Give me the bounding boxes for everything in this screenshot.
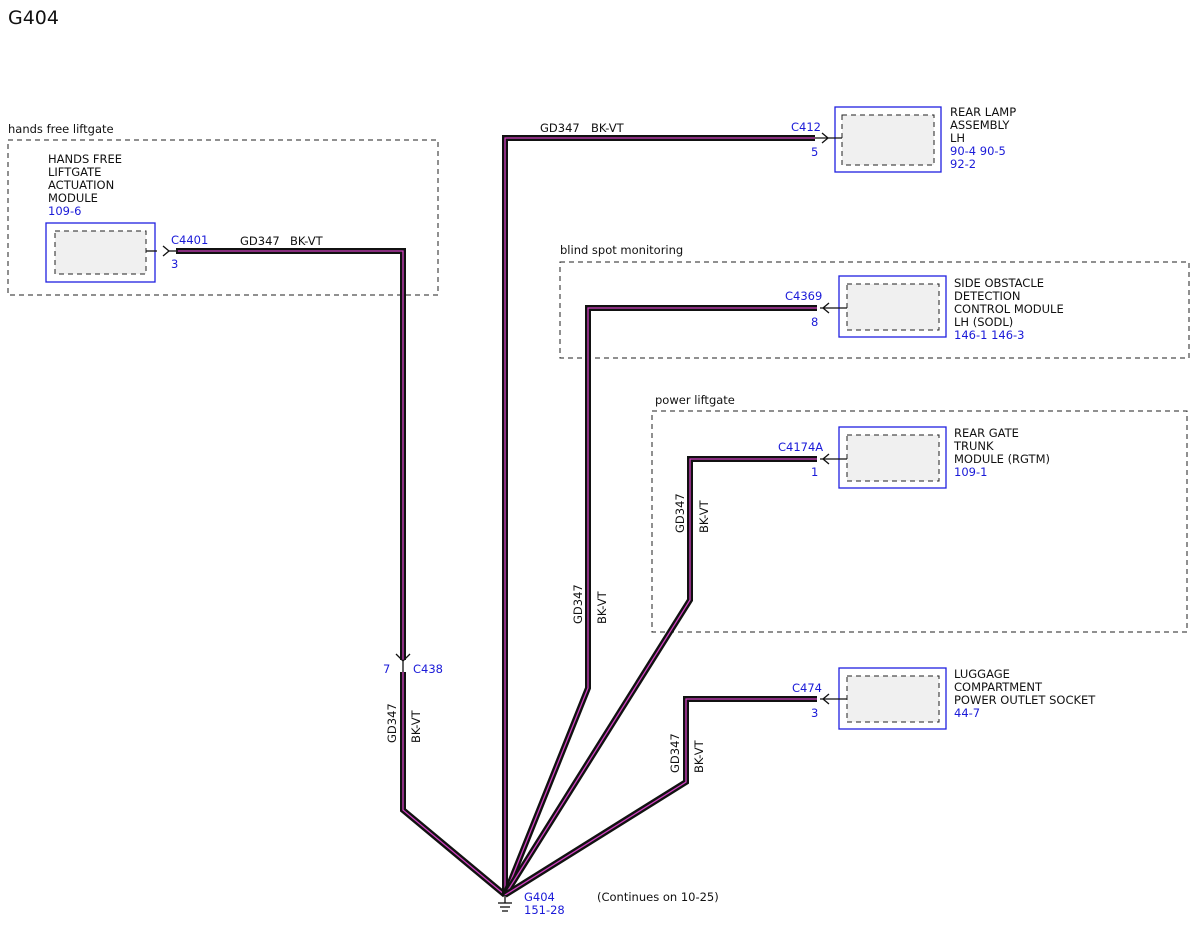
component-inner xyxy=(54,230,147,275)
zone-label: hands free liftgate xyxy=(8,122,114,136)
connector-name: C474 xyxy=(792,681,822,695)
component-label-line: MODULE (RGTM) xyxy=(954,452,1050,466)
connector-c4369[interactable]: C4369 8 xyxy=(785,289,847,329)
wire-label-vertical: GD347 xyxy=(673,493,687,533)
ground-name: G404 xyxy=(524,890,555,904)
wire-label-vertical: BK-VT xyxy=(697,499,711,533)
wire-label-vertical: GD347 xyxy=(668,733,682,773)
pin-arrow-icon xyxy=(162,245,171,257)
component-label-line: ASSEMBLY xyxy=(950,118,1010,132)
wire-color-label: BK-VT xyxy=(591,121,625,135)
connector-pin: 7 xyxy=(383,662,390,676)
connector-pin: 8 xyxy=(811,315,818,329)
component-hands-free-liftgate-actuation-module[interactable]: HANDS FREE LIFTGATE ACTUATION MODULE 109… xyxy=(45,152,156,283)
connector-pin: 3 xyxy=(811,706,818,720)
component-label-line: LH xyxy=(950,131,965,145)
ground-g404[interactable]: G404 151-28 xyxy=(498,890,565,917)
component-inner xyxy=(841,114,935,166)
zone-label: power liftgate xyxy=(655,393,735,407)
connector-pin: 5 xyxy=(811,145,818,159)
wire-circuit-label: GD347 xyxy=(668,733,682,773)
component-label-line: DETECTION xyxy=(954,289,1021,303)
connector-pin: 3 xyxy=(171,257,178,271)
connector-pin: 1 xyxy=(811,465,818,479)
zone-blind-spot-monitoring: blind spot monitoring xyxy=(559,243,1190,359)
component-rear-lamp-assembly-lh[interactable]: REAR LAMP ASSEMBLY LH 90-4 90-5 92-2 xyxy=(834,105,1016,173)
component-luggage-power-outlet-socket[interactable]: LUGGAGE COMPARTMENT POWER OUTLET SOCKET … xyxy=(838,667,1096,730)
wire-color-label: BK-VT xyxy=(290,234,324,248)
wire-label-vertical: BK-VT xyxy=(409,709,423,743)
wire-circuit-label: GD347 xyxy=(385,703,399,743)
ground-ref: 151-28 xyxy=(524,903,565,917)
connector-c474[interactable]: C474 3 xyxy=(792,681,847,720)
component-ref: 92-2 xyxy=(950,157,976,171)
wire-color-label: BK-VT xyxy=(595,590,609,624)
component-label-line: ACTUATION xyxy=(48,178,114,192)
component-label-line: LH (SODL) xyxy=(954,315,1013,329)
component-rear-gate-trunk-module[interactable]: REAR GATE TRUNK MODULE (RGTM) 109-1 xyxy=(838,426,1050,489)
component-label-line: COMPARTMENT xyxy=(954,680,1043,694)
component-inner xyxy=(846,675,940,723)
component-ref: 90-4 90-5 xyxy=(950,144,1006,158)
component-label-line: HANDS FREE xyxy=(48,152,122,166)
wire-color-label: BK-VT xyxy=(692,739,706,773)
component-inner xyxy=(846,283,940,331)
component-ref: 44-7 xyxy=(954,706,980,720)
connector-name: C438 xyxy=(413,662,443,676)
component-ref: 109-6 xyxy=(48,204,81,218)
component-label-line: LUGGAGE xyxy=(954,667,1010,681)
component-ref: 146-1 146-3 xyxy=(954,328,1025,342)
connector-name: C4174A xyxy=(778,440,823,454)
zone-label: blind spot monitoring xyxy=(560,243,683,257)
wire-color-label: BK-VT xyxy=(409,709,423,743)
zone-hands-free-liftgate: hands free liftgate xyxy=(7,122,439,296)
component-side-obstacle-detection-module[interactable]: SIDE OBSTACLE DETECTION CONTROL MODULE L… xyxy=(838,275,1064,342)
connector-c4401[interactable]: C4401 3 xyxy=(146,233,208,271)
wire-circuit-label: GD347 xyxy=(571,584,585,624)
wire-circuit-label: GD347 xyxy=(240,234,280,248)
component-inner xyxy=(846,434,940,482)
wire-label-vertical: GD347 xyxy=(385,703,399,743)
connector-c412[interactable]: C412 5 xyxy=(791,120,842,159)
wire-circuit-label: GD347 xyxy=(673,493,687,533)
wire-label-vertical: BK-VT xyxy=(692,739,706,773)
wire-harness xyxy=(176,135,817,898)
component-label-line: REAR GATE xyxy=(954,426,1019,440)
connector-c4174a[interactable]: C4174A 1 xyxy=(778,440,847,479)
wire-label-vertical: GD347 xyxy=(571,584,585,624)
component-label-line: REAR LAMP xyxy=(950,105,1016,119)
component-ref: 109-1 xyxy=(954,465,987,479)
component-label-line: LIFTGATE xyxy=(48,165,101,179)
component-label-line: MODULE xyxy=(48,191,98,205)
component-label-line: TRUNK xyxy=(953,439,994,453)
connector-name: C4369 xyxy=(785,289,822,303)
page-title: G404 xyxy=(8,7,59,29)
component-label-line: SIDE OBSTACLE xyxy=(954,276,1044,290)
connector-name: C4401 xyxy=(171,233,208,247)
wire-circuit-label: GD347 xyxy=(540,121,580,135)
wire-color-label: BK-VT xyxy=(697,499,711,533)
connector-name: C412 xyxy=(791,120,821,134)
zone-power-liftgate: power liftgate xyxy=(651,393,1188,633)
component-label-line: CONTROL MODULE xyxy=(954,302,1064,316)
wire-label-vertical: BK-VT xyxy=(595,590,609,624)
continuation-note[interactable]: (Continues on 10-25) xyxy=(597,890,719,904)
connector-c438[interactable]: C438 7 xyxy=(383,653,443,676)
component-label-line: POWER OUTLET SOCKET xyxy=(954,693,1096,707)
